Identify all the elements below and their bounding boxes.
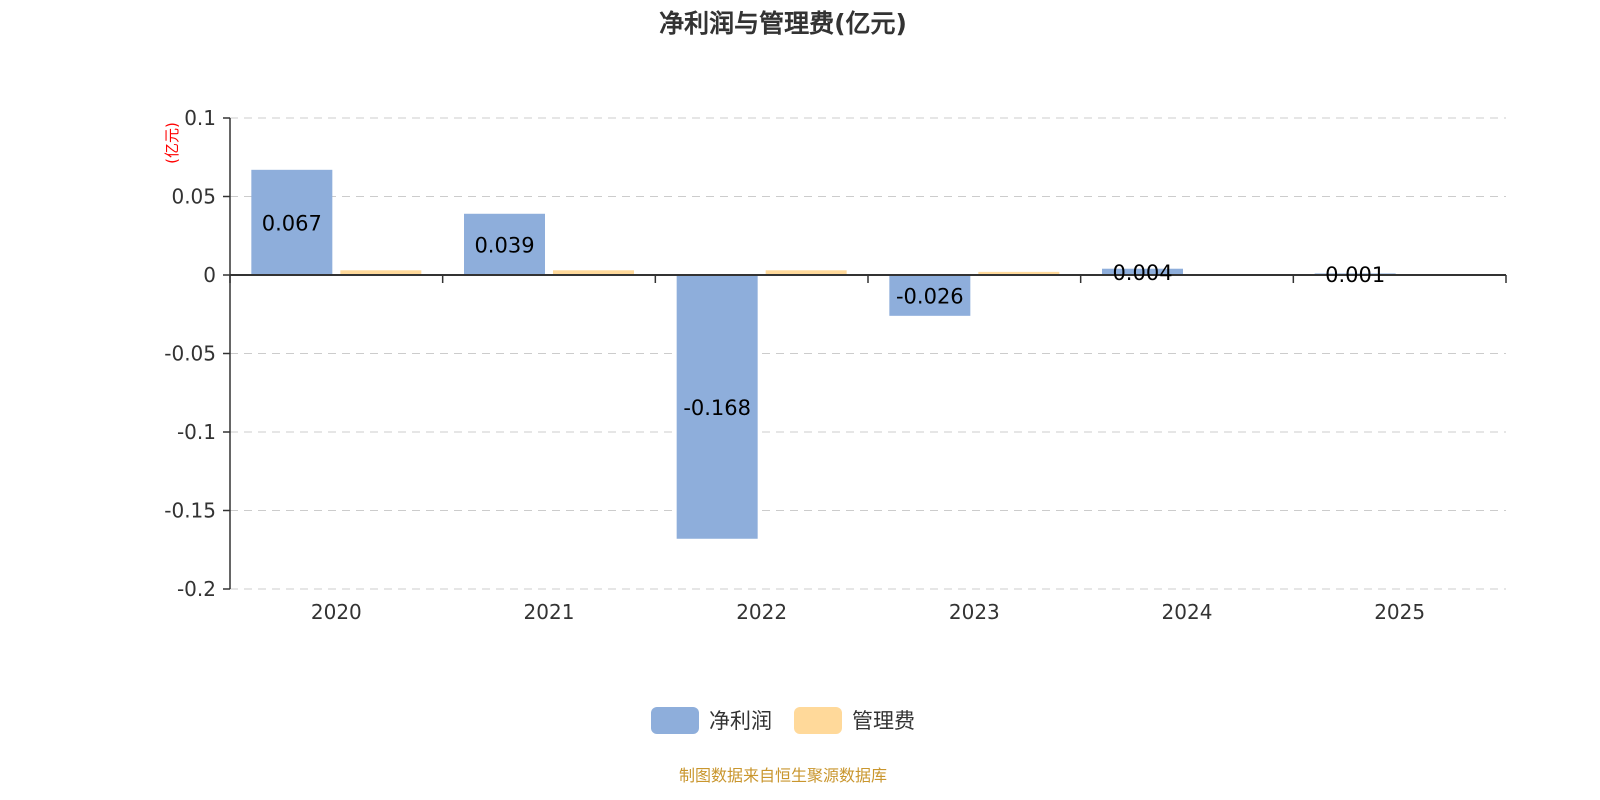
- bars: [251, 169, 1396, 539]
- legend: 净利润 管理费: [0, 705, 1566, 735]
- legend-swatch-net-profit: [651, 706, 699, 734]
- data-label: -0.026: [896, 284, 964, 308]
- data-label: 0.067: [262, 211, 322, 235]
- bar-management-fee: [553, 270, 634, 275]
- grid-lines: [230, 117, 1506, 590]
- bar-net-profit: [251, 169, 333, 275]
- y-tick-label: -0.05: [164, 342, 216, 366]
- x-tick-label: 2022: [736, 600, 787, 624]
- chart-title: 净利润与管理费(亿元): [659, 9, 907, 38]
- data-labels: 0.067 0.039 -0.168 -0.026 0.004 0.001: [262, 211, 1385, 419]
- data-label: 0.004: [1112, 261, 1172, 285]
- y-tick-label: 0.1: [184, 106, 216, 130]
- bar-management-fee: [765, 270, 847, 275]
- legend-label: 净利润: [709, 709, 772, 733]
- bar-net-profit: [676, 275, 758, 539]
- bar-chart: 0.1 0.05 0 -0.05 -0.1 -0.15 -0.2 2020 2021 2022 20…: [163, 106, 1507, 624]
- y-tick-label: 0: [203, 263, 216, 287]
- y-tick-label: 0.05: [171, 185, 216, 209]
- bar-net-profit: [889, 275, 971, 316]
- x-tick-label: 2025: [1374, 600, 1425, 624]
- y-tick-label: -0.15: [164, 499, 216, 523]
- data-source-note: 制图数据来自恒生聚源数据库: [678, 766, 887, 785]
- y-tick-label: -0.2: [177, 577, 216, 601]
- bar-net-profit: [1102, 268, 1183, 275]
- x-tick-label: 2024: [1162, 600, 1213, 624]
- bar-management-fee: [978, 271, 1060, 275]
- y-tick-label: -0.1: [177, 420, 216, 444]
- x-tick-label: 2020: [311, 600, 362, 624]
- legend-item-net-profit[interactable]: 净利润: [651, 705, 772, 735]
- data-label: 0.001: [1325, 263, 1385, 287]
- data-label: -0.168: [683, 396, 751, 420]
- axes: 0.1 0.05 0 -0.05 -0.1 -0.15 -0.2 2020 2021 2022 20…: [164, 106, 1507, 624]
- bar-net-profit: [464, 213, 545, 275]
- bar-management-fee: [340, 270, 422, 275]
- legend-swatch-management-fee: [794, 706, 842, 734]
- x-tick-label: 2023: [949, 600, 1000, 624]
- legend-item-management-fee[interactable]: 管理费: [794, 705, 915, 735]
- x-tick-label: 2021: [524, 600, 575, 624]
- data-label: 0.039: [474, 233, 534, 257]
- legend-label: 管理费: [852, 709, 915, 733]
- y-axis-unit-label: (亿元): [163, 122, 181, 164]
